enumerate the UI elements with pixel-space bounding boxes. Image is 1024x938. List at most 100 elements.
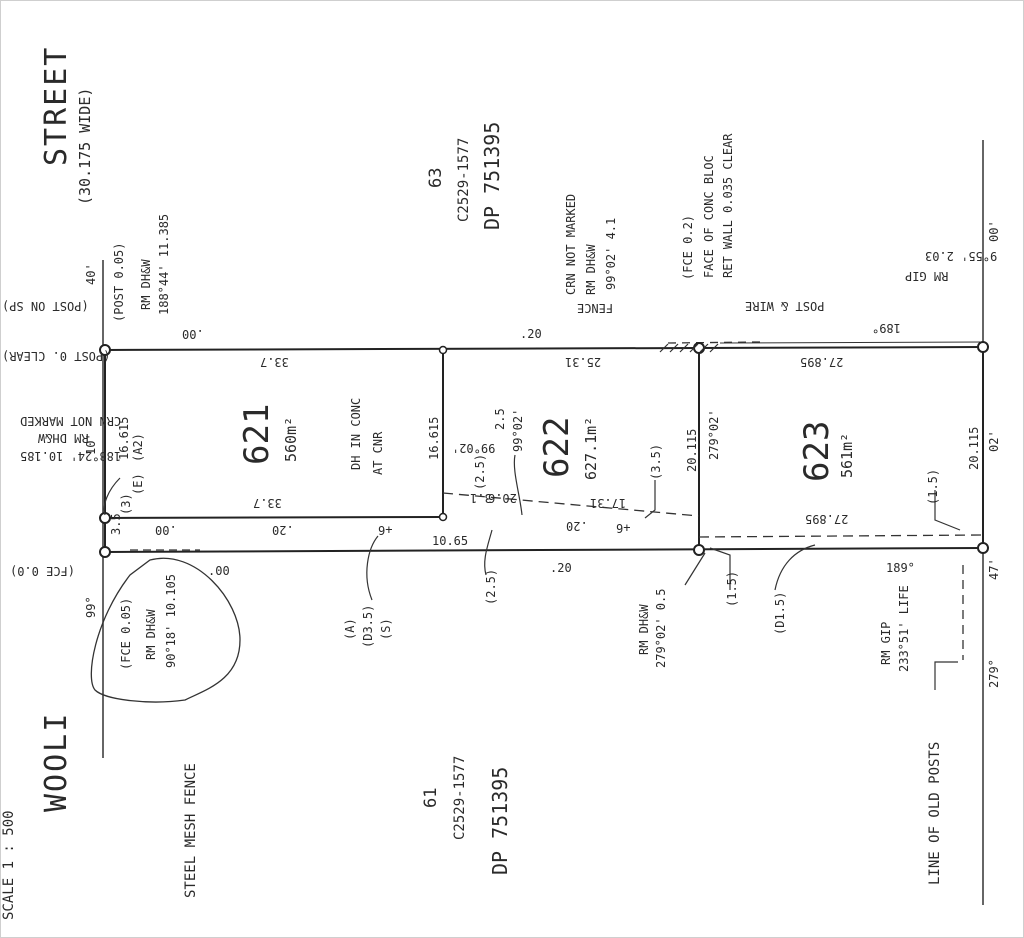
rm-dhw-top-label: RM DH&W [139,259,153,310]
post-wire-label: POST & WIRE [745,299,825,313]
line-of-old-posts-label: LINE OF OLD POSTS [927,741,943,885]
rm-gip-top-label: RM GIP [905,269,949,283]
code-3-5: 3.5 [109,513,123,535]
rm-dhw-bottom-label: RM DH&W [144,609,158,660]
road-name-wooli: WOOLI [39,711,74,812]
lot-621-number: 621 [237,403,277,465]
bearing-02: 02' [987,430,1001,452]
lot61-dp: DP 751395 [488,766,512,875]
bearing-2-5: 2.5 [493,408,507,430]
fce-02-label: (FCE 0.2) [681,214,695,280]
dim-10-65: 10.65 [432,534,469,548]
post-on-sp-label: (POST ON SP) [2,299,89,313]
mark-622-n [693,342,705,354]
bearing-99: 99° [84,596,98,618]
steel-mesh-fence-outline [90,557,241,703]
code-plus6a: +6 [378,523,393,537]
crn-mid-rm-dhw: RM DH&W [584,244,598,295]
rm-gip-bottom-label: RM GIP [879,621,893,665]
lot63-number: 63 [426,167,446,188]
fce-005-bottom-label: (FCE 0.05) [119,597,133,670]
ret-wall-label: RET WALL 0.035 CLEAR [721,133,735,279]
boundary-top [104,346,984,351]
code-e: (E) [131,473,145,495]
dim-mid-20b: .20 [566,519,588,533]
dim-mid-00: .00 [155,523,177,537]
lot61-number: 61 [421,787,441,808]
code-3: (3) [119,493,133,515]
rm-dhw-bottom-bearing: 90°18' 10.105 [164,574,178,668]
dim-top-189: 189° [872,321,901,335]
rm-gip-top-bearing: 9°55' 2.03 [925,249,998,263]
leader-25 [484,529,493,576]
post-005-label: (POST 0.05) [112,242,126,322]
dim-33-7b: 33.7 [253,496,282,510]
code-15b: (1.5) [926,468,940,505]
face-conc-bloc-label: FACE OF CONC BLOC [702,155,716,278]
mark-sw [99,546,111,558]
lot-621-area: 560m² [282,416,300,462]
bearing-10: 10' [84,433,98,455]
dim-27-895b: 27.895 [805,512,849,526]
dim-bot-189: 189° [886,561,915,575]
dim-20-115b: 20.115 [967,426,981,470]
leader-d15 [774,544,816,591]
mark-ne [977,341,989,353]
lot-623-area: 561m² [838,432,856,478]
rm-dhw-mid-bottom-label: RM DH&W [637,604,651,655]
dim-top-00: .00 [182,327,204,341]
code-d35: (D3.5) [361,604,375,648]
leader-a-d35 [366,535,379,601]
lot63-ref: C2529-1577 [456,137,472,222]
code-a2: (A2) [131,433,145,462]
leader-left-crn [103,477,121,516]
code-25b: (2.5) [473,453,487,490]
dh-in-conc-label: DH IN CONC [349,397,363,470]
fence-hatching [659,343,719,353]
dim-mid-20a: .20 [272,523,294,537]
mark-nw [99,344,111,356]
mark-621-se [438,512,448,522]
bearing-279-02: 279°02' [707,409,721,460]
code-25a: (2.5) [484,568,498,605]
lot621-south-line [104,516,444,519]
dist-20-6: 20.6 [488,491,517,505]
lot-622-area: 627.1m² [582,416,600,480]
leader-15-left [709,547,731,590]
fce-00-label: (FCE 0.0) [10,564,76,578]
code-35: (3.5) [649,443,663,480]
code-plus6b: +6 [616,521,631,535]
crn-mid-bearing: 99°02' 4.1 [604,217,618,290]
code-s: (S) [379,618,393,640]
dim-bot-00: .00 [208,564,230,578]
crn-left-not-marked: CRN NOT MARKED [20,414,122,428]
crn-left-bearing: 188°24' 10.185 [20,449,122,463]
code-d15: (D1.5) [773,591,787,635]
fence-label: FENCE [577,301,614,315]
leader-bearing-622 [513,454,523,516]
rm-dhw-top-bearing: 188°44' 11.385 [157,213,171,315]
mark-se [977,542,989,554]
fence-dashed-3 [667,341,761,344]
lot-623-number: 623 [797,420,837,482]
dim-25-31: 25.31 [565,355,602,369]
crn-left-rm-dhw: RM DH&W [38,431,89,445]
dim-17-31: 17.31 [590,496,627,510]
dim-bot-20: .20 [550,561,572,575]
steel-mesh-fence-label: STEEL MESH FENCE [183,763,199,898]
leader-rm-dhw-mid [684,552,706,586]
rm-dhw-mid-bottom-bearing: 279°02' 0.5 [654,588,668,668]
dh-at-cnr-label: AT CNR [371,431,385,475]
mark-622-s [693,544,705,556]
lot61-ref: C2529-1577 [452,755,468,840]
post-wire-line [719,341,984,344]
bearing-40: 40' [84,263,98,285]
boundary-bottom [104,547,984,553]
dim-16-615a: 16.615 [117,416,131,460]
rm-gip-bottom-bearing: 233°51' LIFE [897,585,911,672]
dim-16-615b: 16.615 [427,416,441,460]
post-clear-label: (POST 0. CLEAR) [2,349,111,363]
fence-dashed-1 [442,492,700,517]
bearing-279: 279° [987,659,1001,688]
